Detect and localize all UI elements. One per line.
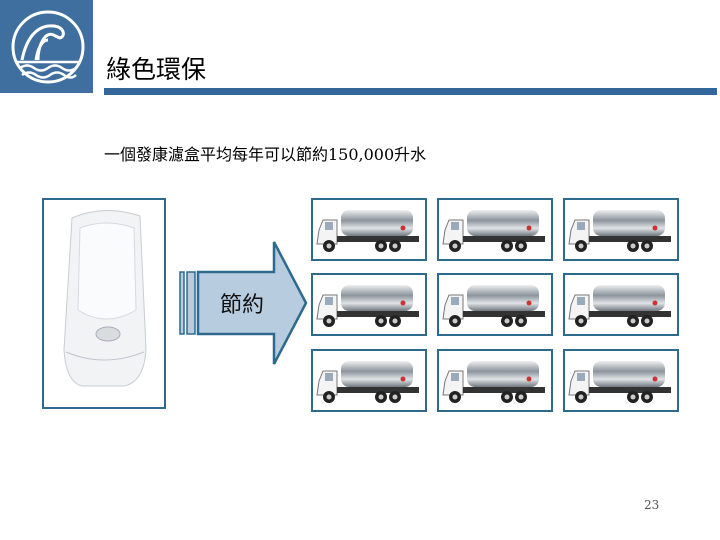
logo-wave-icon [0, 0, 93, 93]
title-divider [104, 88, 717, 95]
tanker-truck-image [563, 198, 679, 261]
tanker-truck-image [311, 349, 427, 412]
tanker-truck-image [437, 273, 553, 336]
arrow-label: 節約 [220, 293, 265, 318]
tanker-truck-image [311, 198, 427, 261]
slide-subtitle: 一個發康濾盒平均每年可以節約150,000升水 [104, 145, 427, 164]
tanker-truck-image [563, 273, 679, 336]
slide-title: 綠色環保 [106, 55, 207, 84]
tanker-truck-image [437, 198, 553, 261]
page-number: 23 [644, 498, 660, 512]
arrow-right-icon [179, 241, 308, 365]
tanker-truck-image [563, 349, 679, 412]
tanker-truck-image [437, 349, 553, 412]
urinal-image [42, 198, 166, 409]
tanker-truck-image [311, 273, 427, 336]
